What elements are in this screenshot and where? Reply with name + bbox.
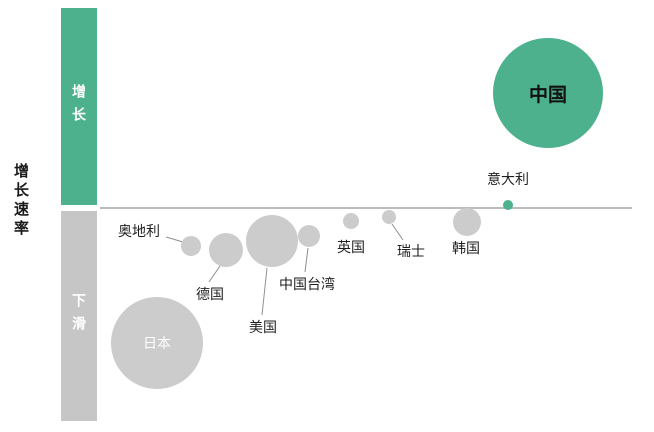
bubble-label-austria: 奥地利 — [118, 223, 160, 239]
bubble-taiwan — [298, 225, 320, 247]
y-axis-title: 增长速率 — [12, 163, 29, 239]
bubble-switzerland — [382, 210, 396, 224]
bubble-germany — [209, 233, 243, 267]
bubble-label-switzerland: 瑞士 — [397, 243, 425, 259]
decline-zone-bar: 下滑 — [61, 211, 97, 421]
bubble-label-japan: 日本 — [143, 335, 171, 351]
bubble-label-germany: 德国 — [196, 286, 224, 302]
decline-zone-label: 下滑 — [71, 293, 87, 339]
bubble-label-uk: 英国 — [337, 239, 365, 255]
bubble-usa — [246, 215, 298, 267]
bubble-china: 中国 — [493, 38, 603, 148]
bubble-japan: 日本 — [111, 297, 203, 389]
bubble-korea — [453, 208, 481, 236]
bubble-uk — [343, 213, 359, 229]
growth-zone-bar: 增长 — [61, 8, 97, 205]
bubble-austria — [181, 236, 201, 256]
bubble-label-taiwan: 中国台湾 — [279, 276, 335, 292]
bubble-label-korea: 韩国 — [452, 240, 480, 256]
baseline — [100, 207, 632, 209]
bubble-label-china: 中国 — [528, 84, 567, 106]
bubble-label-usa: 美国 — [249, 319, 277, 335]
growth-zone-label: 增长 — [71, 83, 87, 130]
bubble-label-italy: 意大利 — [487, 171, 529, 187]
bubble-italy — [503, 200, 513, 210]
